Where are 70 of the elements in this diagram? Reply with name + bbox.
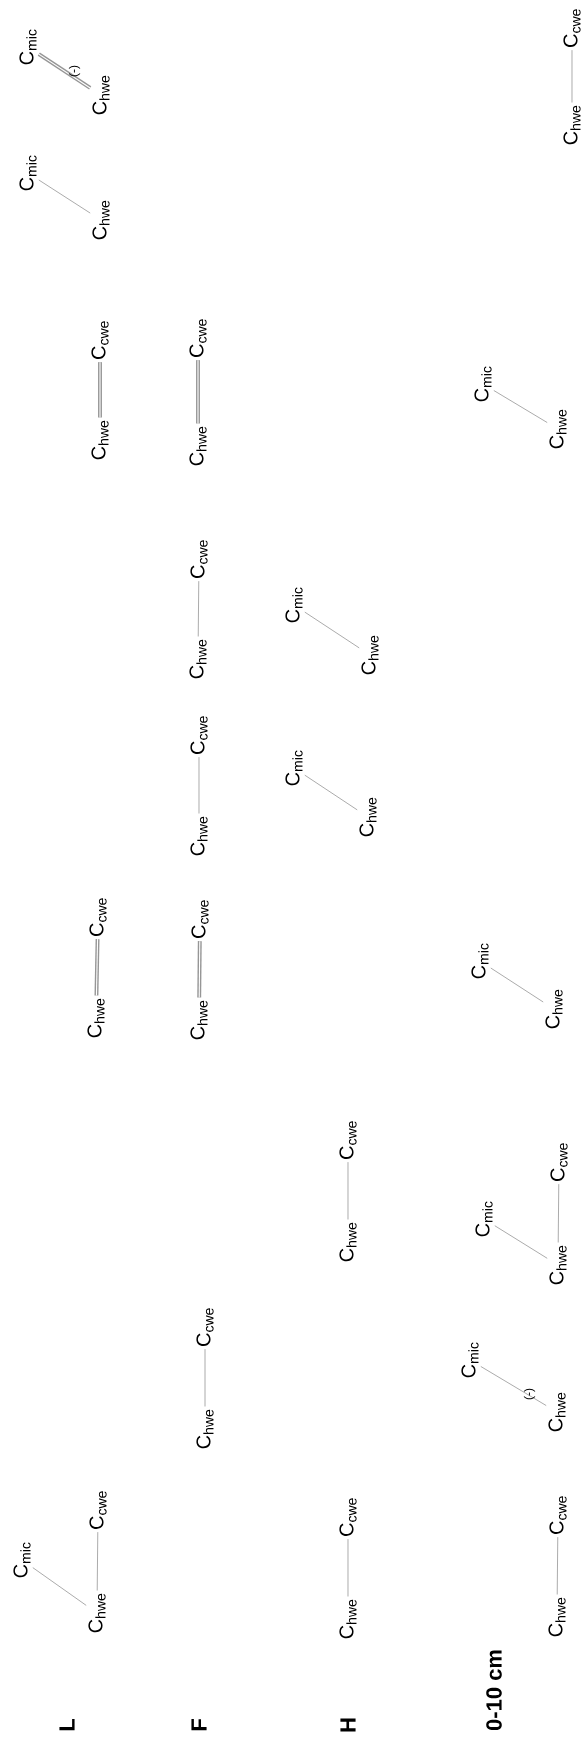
variable-label: C$_{hwe}$	[91, 420, 109, 460]
connector-line	[198, 756, 200, 814]
connector-line	[37, 52, 92, 90]
row-label: 0-10 cm	[486, 1650, 502, 1731]
connector-line	[196, 359, 200, 425]
variable-label: C$_{hwe}$	[190, 816, 208, 856]
variable-label: C$_{cwe}$	[89, 898, 107, 936]
variable-label: C$_{mic}$	[471, 943, 489, 979]
connector-line	[556, 1536, 559, 1595]
variable-label: C$_{cwe}$	[549, 1496, 567, 1534]
variable-label: C$_{hwe}$	[92, 75, 110, 115]
connector-line	[204, 1348, 206, 1407]
variable-label: C$_{cwe}$	[339, 1498, 357, 1536]
connector-line	[304, 774, 358, 811]
variable-label: C$_{mic}$	[285, 750, 303, 786]
variable-label: C$_{hwe}$	[92, 200, 110, 240]
row-label: H	[340, 1718, 356, 1732]
variable-label: C$_{hwe}$	[361, 635, 379, 675]
connector-line	[494, 1225, 548, 1259]
variable-label: C$_{mic}$	[13, 1542, 31, 1578]
variable-label: C$_{hwe}$	[548, 1597, 566, 1637]
variable-label: C$_{hwe}$	[189, 426, 207, 466]
variable-label: C$_{hwe}$	[563, 105, 581, 145]
variable-label: C$_{cwe}$	[189, 319, 207, 357]
variable-label: C$_{cwe}$	[190, 716, 208, 754]
variable-label: C$_{hwe}$	[545, 989, 563, 1029]
variable-label: C$_{cwe}$	[190, 540, 208, 578]
variable-label: C$_{hwe}$	[548, 1392, 566, 1432]
row-label: L	[59, 1718, 75, 1731]
connector-line	[480, 1366, 547, 1406]
variable-label: C$_{hwe}$	[549, 409, 567, 449]
connector-line	[304, 611, 360, 649]
edge-label: (-)	[523, 1388, 536, 1400]
connector-line	[32, 1567, 87, 1606]
variable-label: C$_{cwe}$	[196, 1308, 214, 1346]
variable-label: C$_{cwe}$	[550, 1143, 568, 1181]
variable-label: C$_{cwe}$	[89, 1491, 107, 1529]
variable-label: C$_{hwe}$	[190, 1000, 208, 1040]
edge-label: (-)	[68, 65, 81, 77]
variable-label: C$_{hwe}$	[88, 1593, 106, 1633]
variable-label: C$_{cwe}$	[339, 1121, 357, 1159]
connector-line	[94, 938, 100, 997]
connector-line	[347, 1161, 349, 1220]
variable-label: C$_{cwe}$	[91, 321, 109, 359]
variable-label: C$_{hwe}$	[87, 998, 105, 1038]
row-label: F	[191, 1719, 207, 1731]
connector-line	[493, 390, 548, 423]
variable-label: C$_{mic}$	[285, 587, 303, 623]
connector-line	[38, 179, 91, 214]
variable-label: C$_{cwe}$	[191, 900, 209, 938]
connector-line	[197, 940, 202, 999]
connector-line	[197, 580, 200, 637]
connector-line	[571, 49, 573, 103]
connector-line	[490, 967, 544, 1003]
variable-label: C$_{mic}$	[461, 1342, 479, 1378]
variable-label: C$_{mic}$	[19, 155, 37, 191]
variable-label: C$_{hwe}$	[339, 1222, 357, 1262]
variable-label: C$_{cwe}$	[563, 9, 581, 47]
variable-label: C$_{hwe}$	[359, 797, 377, 837]
variable-label: C$_{mic}$	[19, 29, 37, 65]
variable-label: C$_{hwe}$	[196, 1409, 214, 1449]
variable-label: C$_{hwe}$	[189, 639, 207, 679]
connector-line	[557, 1183, 560, 1243]
variable-label: C$_{mic}$	[474, 366, 492, 402]
variable-label: C$_{hwe}$	[339, 1599, 357, 1639]
connector-line	[347, 1538, 349, 1597]
variable-label: C$_{hwe}$	[549, 1245, 567, 1285]
connector-line	[98, 361, 102, 419]
connector-line	[96, 1531, 99, 1591]
variable-label: C$_{mic}$	[475, 1201, 493, 1237]
